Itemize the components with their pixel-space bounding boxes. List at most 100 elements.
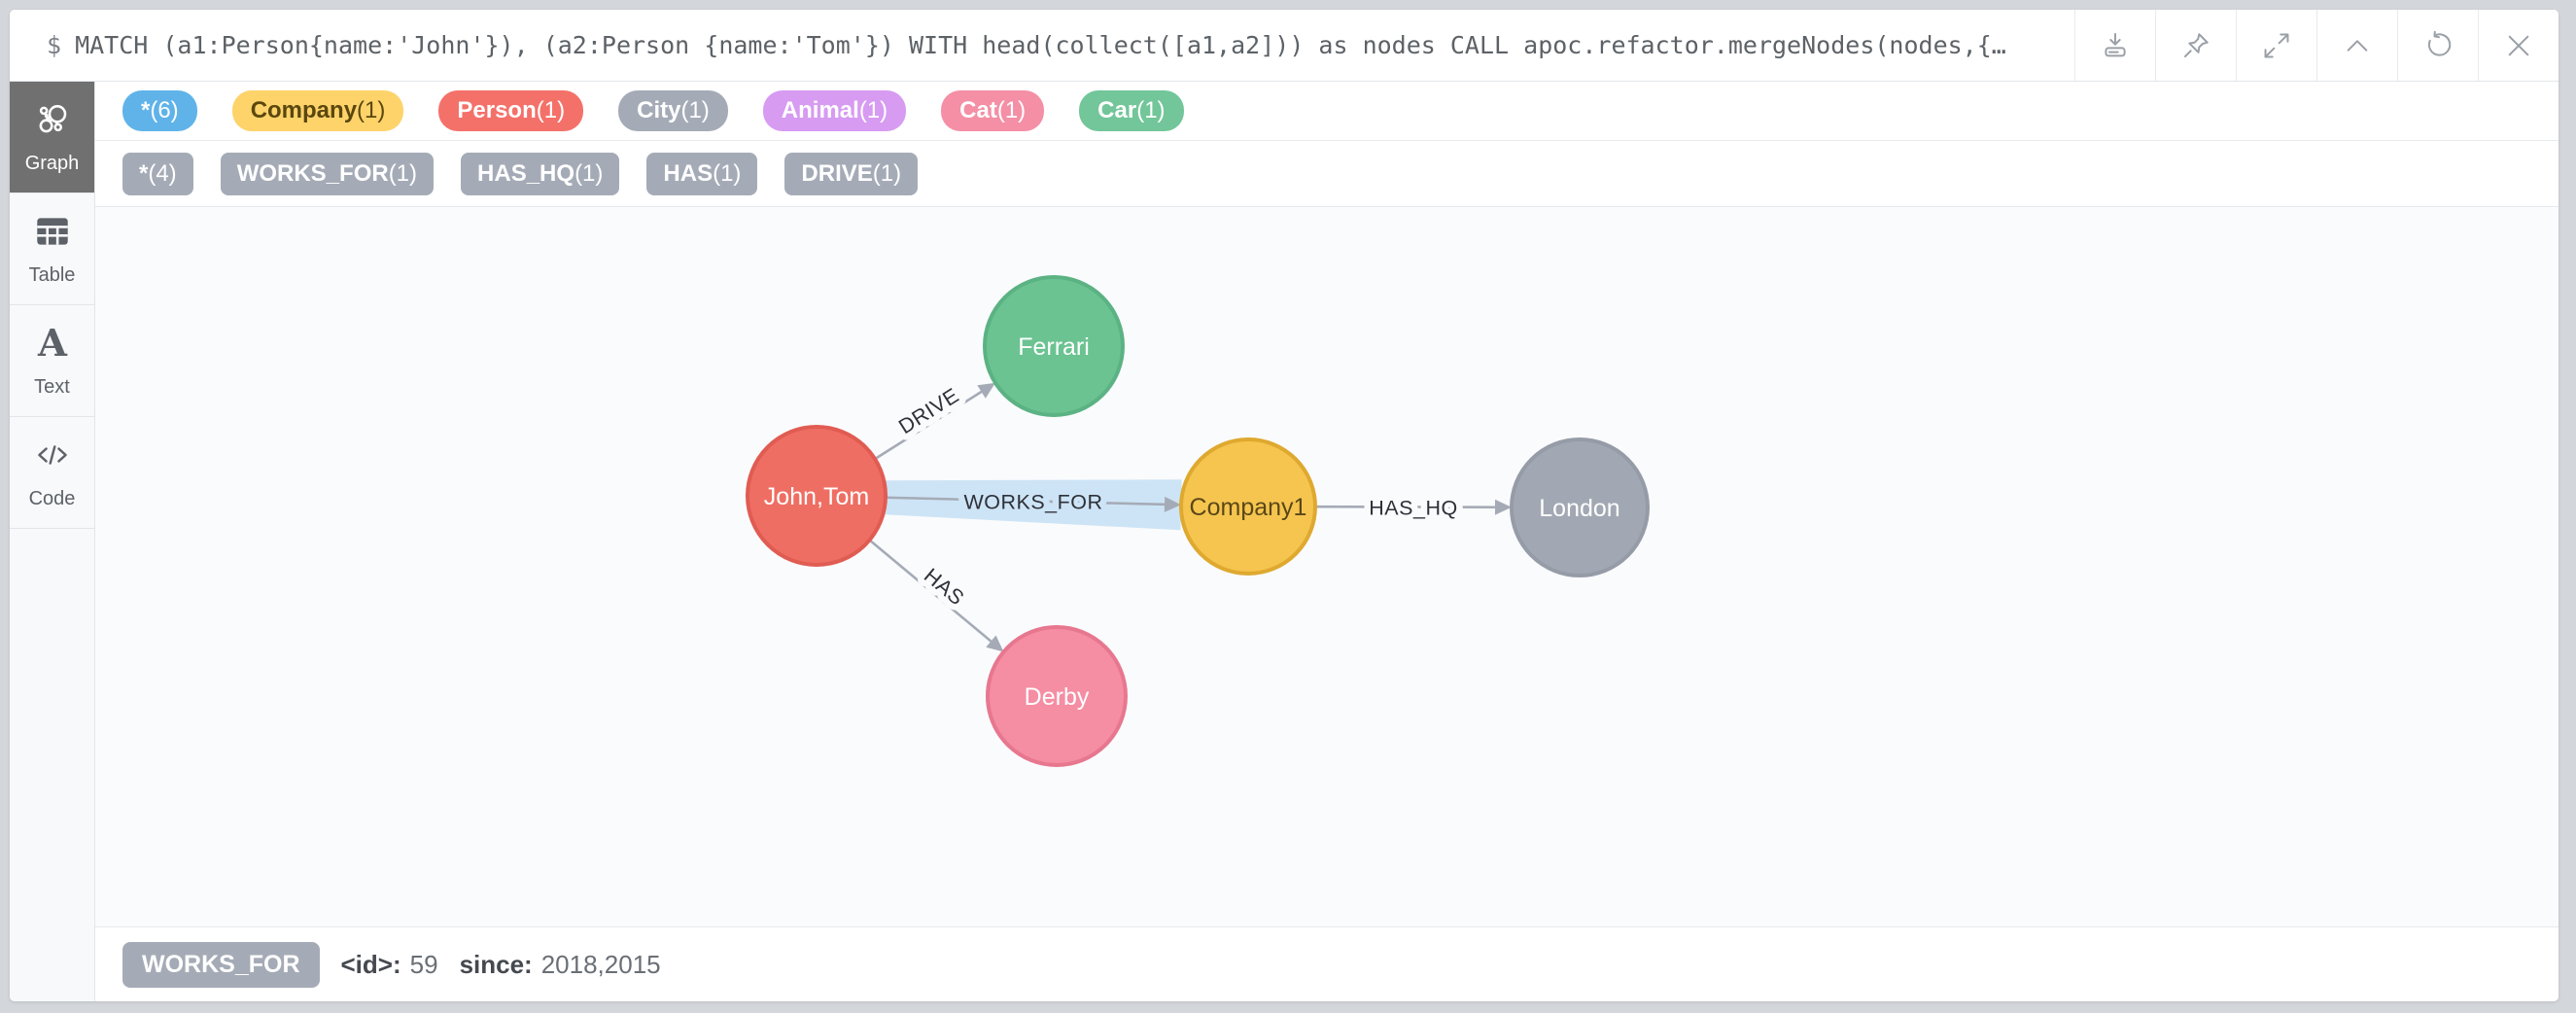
pill-count: (1) (680, 97, 710, 123)
pill-count: (1) (388, 159, 418, 187)
node-label-pill-company[interactable]: Company(1) (231, 90, 404, 131)
edge-label: HAS_HQ (1369, 496, 1457, 519)
pill-name: HAS_HQ (477, 159, 575, 187)
rel-type-pill-all[interactable]: *(4) (122, 152, 193, 195)
edge-line (868, 539, 994, 645)
query-bar: $ MATCH (a1:Person{name:'John'}), (a2:Pe… (10, 10, 2559, 82)
query-toolbar (2074, 10, 2559, 81)
relationship-filter-row: *(4)WORKS_FOR(1)HAS_HQ(1)HAS(1)DRIVE(1) (95, 141, 2559, 207)
edge-arrowhead (977, 382, 995, 399)
pill-count: (1) (574, 159, 604, 187)
result-frame: $ MATCH (a1:Person{name:'John'}), (a2:Pe… (10, 10, 2559, 1001)
pill-count: (1) (713, 159, 742, 187)
property-since: since: 2018,2015 (460, 950, 661, 980)
expand-icon (2264, 33, 2289, 57)
graph-node-london[interactable]: London (1510, 437, 1650, 577)
node-label-pill-person[interactable]: Person(1) (438, 90, 584, 131)
pill-name: DRIVE (801, 159, 873, 187)
rel-type-pill-has_hq[interactable]: HAS_HQ(1) (461, 152, 620, 195)
pill-name: Cat (959, 97, 997, 123)
edge-has_hq[interactable]: HAS_HQ (1314, 490, 1513, 526)
property-id: <id>: 59 (341, 950, 438, 980)
node-caption: Ferrari (1018, 333, 1090, 361)
collapse-icon (2347, 39, 2368, 52)
pill-count: (1) (536, 97, 566, 123)
node-caption: Company1 (1190, 494, 1307, 521)
graph-node-derby[interactable]: Derby (986, 625, 1128, 767)
tab-text[interactable]: A Text (10, 305, 94, 417)
pill-count: (1) (996, 97, 1027, 123)
rel-type-pill-drive[interactable]: DRIVE(1) (784, 152, 919, 195)
collapse-button[interactable] (2316, 10, 2397, 81)
edge-has[interactable]: HAS (868, 539, 1004, 652)
pin-icon (2183, 32, 2209, 57)
pill-name: WORKS_FOR (236, 159, 389, 187)
selection-status-bar: WORKS_FOR <id>: 59 since: 2018,2015 (95, 926, 2559, 1001)
pill-count: (4) (148, 159, 177, 187)
graph-node-company1[interactable]: Company1 (1179, 437, 1317, 576)
edge-label: WORKS_FOR (963, 491, 1102, 514)
graph-icon (33, 100, 72, 144)
edge-arrowhead (986, 635, 1004, 652)
code-icon (33, 436, 72, 479)
pill-name: City (637, 97, 681, 123)
node-label-pill-city[interactable]: City(1) (618, 90, 728, 131)
node-circle (983, 275, 1125, 417)
rerun-button[interactable] (2397, 10, 2478, 81)
pin-button[interactable] (2155, 10, 2236, 81)
graph-node-john_tom[interactable]: John,Tom (746, 425, 888, 567)
cypher-query[interactable]: $ MATCH (a1:Person{name:'John'}), (a2:Pe… (10, 10, 2074, 81)
close-button[interactable] (2478, 10, 2559, 81)
pill-name: HAS (663, 159, 714, 187)
node-caption: John,Tom (764, 483, 869, 510)
pill-count: (1) (872, 159, 902, 187)
node-label-pill-animal[interactable]: Animal(1) (762, 90, 907, 131)
edge-line (885, 496, 1168, 506)
tab-label: Text (34, 375, 70, 398)
property-id-value: 59 (409, 949, 438, 979)
rel-type-pill-has[interactable]: HAS(1) (646, 152, 758, 195)
rel-type-pill-works_for[interactable]: WORKS_FOR(1) (220, 152, 435, 195)
tab-label: Table (28, 263, 76, 286)
pill-name: Car (1097, 97, 1137, 123)
pill-count: (1) (357, 97, 386, 123)
tab-graph[interactable]: Graph (10, 82, 94, 193)
edge-line (1314, 505, 1499, 509)
tab-label: Code (28, 487, 76, 509)
cypher-query-text: MATCH (a1:Person{name:'John'}), (a2:Pers… (75, 31, 2006, 59)
graph-node-ferrari[interactable]: Ferrari (983, 275, 1125, 417)
node-caption: Derby (1025, 683, 1090, 711)
node-label-pill-car[interactable]: Car(1) (1079, 90, 1184, 131)
content-area: *(6)Company(1)Person(1)City(1)Animal(1)C… (95, 82, 2559, 1001)
node-circle (746, 425, 888, 567)
node-label-pill-all[interactable]: *(6) (122, 90, 197, 131)
property-since-value: 2018,2015 (540, 949, 661, 979)
node-label-filter-row: *(6)Company(1)Person(1)City(1)Animal(1)C… (95, 82, 2559, 141)
download-button[interactable] (2074, 10, 2155, 81)
edge-drive[interactable]: DRIVE (874, 377, 995, 461)
prompt-symbol: $ (47, 31, 62, 59)
graph-svg: DRIVE WORKS_FOR HAS_HQ HAS John,Tom FerrariCo… (746, 275, 1650, 767)
edge-arrowhead (1494, 499, 1513, 515)
pill-count: (6) (150, 97, 179, 123)
pill-name: * (139, 159, 149, 187)
text-icon: A (33, 321, 72, 367)
property-id-label: <id>: (340, 949, 401, 979)
expand-button[interactable] (2236, 10, 2316, 81)
selected-relationship-pill[interactable]: WORKS_FOR (122, 941, 320, 988)
node-circle (1179, 437, 1317, 576)
pill-name: Person (457, 97, 537, 123)
edge-selection-highlight (885, 479, 1182, 531)
tab-label: Graph (24, 152, 80, 174)
edge-works_for[interactable]: WORKS_FOR (885, 479, 1182, 531)
node-label-pill-cat[interactable]: Cat(1) (941, 90, 1045, 131)
table-icon (33, 212, 72, 256)
property-since-label: since: (459, 949, 533, 979)
edge-arrowhead (1164, 496, 1182, 512)
tab-table[interactable]: Table (10, 193, 94, 305)
pill-count: (1) (858, 97, 888, 123)
tab-code[interactable]: Code (10, 417, 94, 529)
